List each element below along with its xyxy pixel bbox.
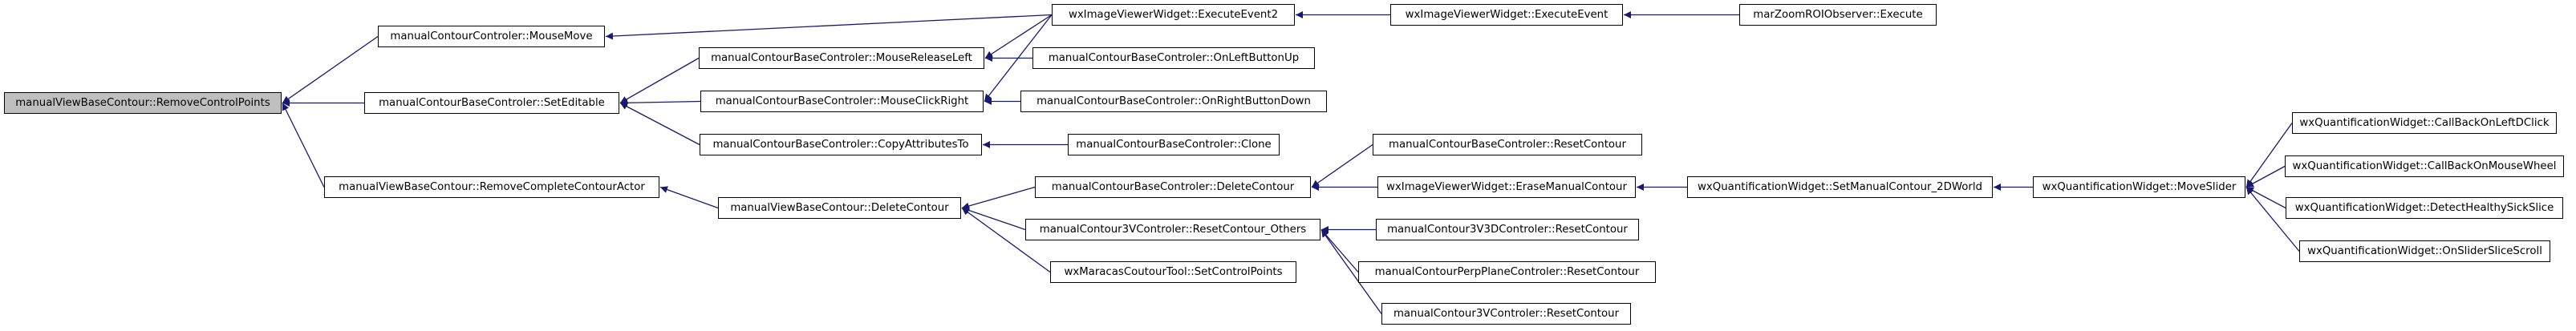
edge-n14-to-n13 <box>961 186 1036 210</box>
edge-n27-to-n13 <box>961 207 1051 273</box>
node-base-controler-delete-contour[interactable]: manualContourBaseControler::DeleteContou… <box>1035 176 1311 198</box>
edge-n4-to-n9 <box>984 14 1053 102</box>
edge-n3-to-n0 <box>282 103 325 188</box>
node-base-controler-on-left-button-up[interactable]: manualContourBaseControler::OnLeftButton… <box>1032 47 1315 69</box>
node-base-controler-mouse-click-right[interactable]: manualContourBaseControler::MouseClickRi… <box>700 91 984 112</box>
node-quantification-set-manual-contour-2d-world[interactable]: wxQuantificationWidget::SetManualContour… <box>1687 176 1993 198</box>
edge-n1-to-n0 <box>282 35 379 104</box>
node-base-controler-reset-contour[interactable]: manualContourBaseControler::ResetContour <box>1373 134 1642 155</box>
edge-n4-to-n7 <box>984 14 1053 59</box>
node-contour-3v-reset-contour-others[interactable]: manualContour3VControler::ResetContour_O… <box>1025 219 1320 240</box>
node-image-viewer-erase-manual-contour[interactable]: wxImageViewerWidget::EraseManualContour <box>1377 176 1636 198</box>
node-base-controler-on-right-button-down[interactable]: manualContourBaseControler::OnRightButto… <box>1020 91 1327 112</box>
edge-n22-to-n18 <box>2245 187 2300 252</box>
node-maracas-coutour-tool-set-control-points[interactable]: wxMaracasCoutourTool::SetControlPoints <box>1050 261 1296 283</box>
edge-n21-to-n18 <box>2245 186 2286 209</box>
node-perp-plane-reset-contour[interactable]: manualContourPerpPlaneControler::ResetCo… <box>1358 261 1656 283</box>
edge-n26-to-n23 <box>1320 229 1382 314</box>
edge-n9-to-n2 <box>619 99 701 107</box>
node-quantification-on-slider-slice-scroll[interactable]: wxQuantificationWidget::OnSliderSliceScr… <box>2299 240 2550 262</box>
node-contour-3v-reset-contour[interactable]: manualContour3VControler::ResetContour <box>1381 303 1631 325</box>
node-remove-complete-contour-actor[interactable]: manualViewBaseContour::RemoveCompleteCon… <box>324 176 659 198</box>
edge-n4-to-n1 <box>605 14 1053 40</box>
edge-n13-to-n3 <box>659 186 719 209</box>
node-quantification-detect-healthy-sick-slice[interactable]: wxQuantificationWidget::DetectHealthySic… <box>2286 197 2563 219</box>
edge-n20-to-n18 <box>2245 165 2286 188</box>
node-view-base-contour-delete-contour[interactable]: manualViewBaseContour::DeleteContour <box>718 197 961 219</box>
edge-n23-to-n13 <box>961 207 1026 231</box>
node-base-controler-copy-attributes-to[interactable]: manualContourBaseControler::CopyAttribut… <box>700 134 982 155</box>
node-base-controler-clone[interactable]: manualContourBaseControler::Clone <box>1068 134 1280 155</box>
edge-n11-to-n2 <box>619 102 700 146</box>
node-quantification-move-slider[interactable]: wxQuantificationWidget::MoveSlider <box>2033 176 2245 198</box>
edge-n25-to-n23 <box>1320 229 1359 272</box>
edge-n19-to-n18 <box>2245 123 2293 188</box>
node-quantification-callback-on-mouse-wheel[interactable]: wxQuantificationWidget::CallBackOnMouseW… <box>2285 155 2564 177</box>
node-remove-control-points: manualViewBaseContour::RemoveControlPoin… <box>4 92 282 114</box>
node-base-controler-set-editable[interactable]: manualContourBaseControler::SetEditable <box>364 92 619 114</box>
edge-n15-to-n14 <box>1311 143 1373 188</box>
node-contour-3v3d-reset-contour[interactable]: manualContour3V3DControler::ResetContour <box>1376 219 1639 240</box>
node-contour-controler-mouse-move[interactable]: manualContourControler::MouseMove <box>378 26 605 47</box>
node-base-controler-mouse-release-left[interactable]: manualContourBaseControler::MouseRelease… <box>699 47 984 69</box>
edge-n7-to-n2 <box>619 57 700 104</box>
node-zoom-roi-observer-execute[interactable]: marZoomROIObserver::Execute <box>1739 4 1937 26</box>
node-image-viewer-execute-event[interactable]: wxImageViewerWidget::ExecuteEvent <box>1390 4 1623 26</box>
node-quantification-callback-on-left-dclick[interactable]: wxQuantificationWidget::CallBackOnLeftDC… <box>2292 112 2557 134</box>
node-image-viewer-execute-event2[interactable]: wxImageViewerWidget::ExecuteEvent2 <box>1052 4 1295 26</box>
